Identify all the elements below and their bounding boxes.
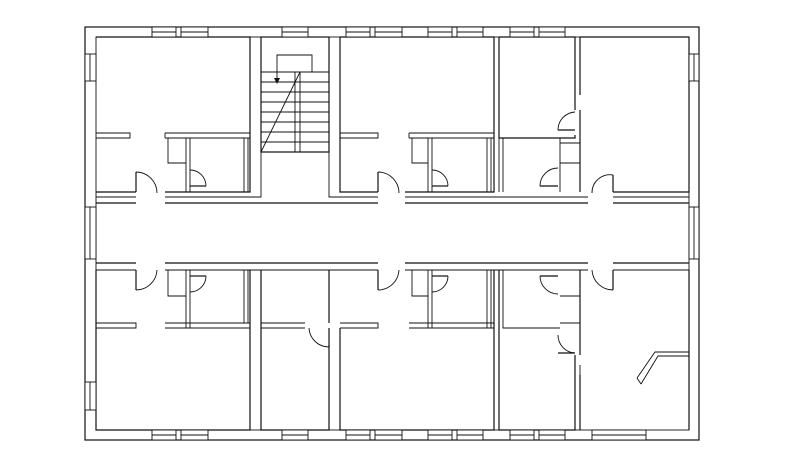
room-top-4 (579, 36, 690, 193)
room-bottom-2-partition (261, 322, 305, 329)
corridor (96, 152, 689, 271)
bath-bottom-4 (498, 270, 580, 329)
room-bottom-2 (260, 270, 330, 431)
room-top-1-partition (96, 132, 250, 139)
room-bottom-3 (339, 270, 495, 431)
room-top-2-partition (340, 132, 494, 139)
bath-top-1-wall (243, 138, 249, 192)
corridor-wall-top-inner (96, 152, 689, 198)
room-bottom-5 (579, 270, 690, 430)
doors (135, 111, 614, 375)
windows (84, 26, 700, 441)
bath-bottom-1 (167, 270, 249, 328)
stair-treads (260, 71, 329, 153)
room-top-3 (498, 36, 576, 139)
room-bottom-1-partition (96, 322, 250, 329)
exterior-wall-inner (95, 36, 690, 431)
bay-partition (636, 351, 689, 385)
bath-top-2 (411, 138, 433, 192)
room-bottom-4 (498, 270, 576, 431)
bath-top-2-wall (486, 138, 492, 192)
bath-top-3 (498, 138, 580, 192)
bottom-row (95, 270, 690, 431)
room-top-2 (339, 36, 495, 193)
stair-direction-line (276, 54, 313, 80)
room-bottom-3-partition (340, 322, 494, 329)
room-top-1 (96, 36, 251, 193)
bath-top-1 (167, 138, 191, 192)
room-bottom-1 (95, 270, 251, 431)
bath-bottom-3 (411, 270, 492, 328)
top-row (96, 36, 690, 193)
exterior-wall-outer (84, 26, 700, 441)
stair-direction-arrow-icon (274, 78, 280, 84)
